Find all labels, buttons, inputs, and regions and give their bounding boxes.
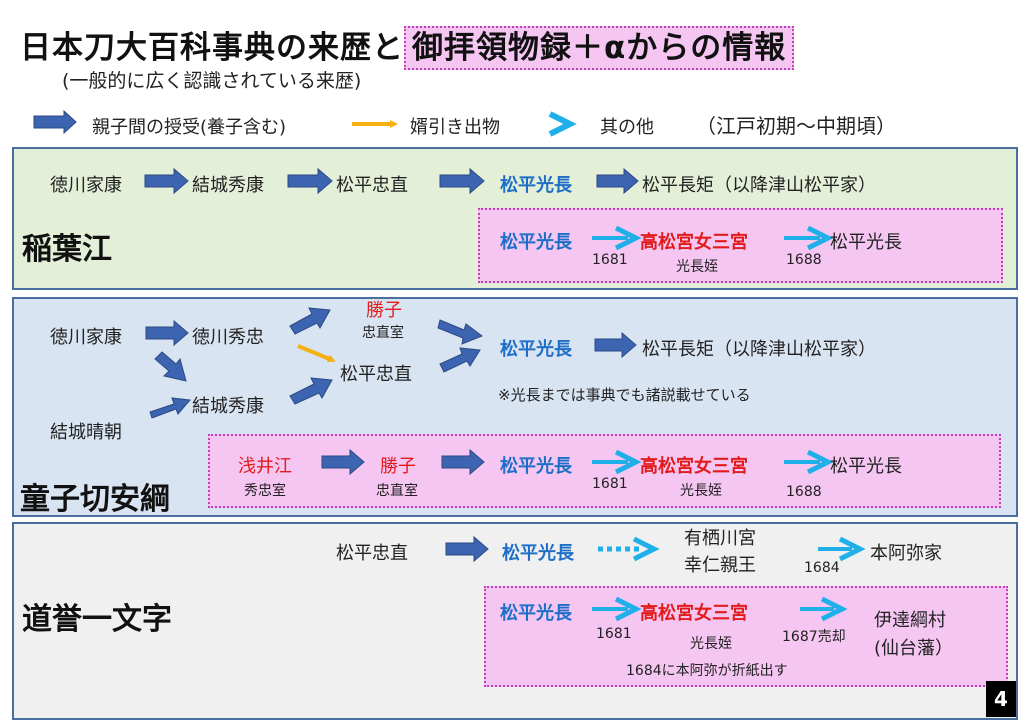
dourei-alt-from: 松平光長: [500, 603, 572, 624]
legend-other-label: 其の他: [600, 117, 654, 138]
doujigiri-node-ieyasu: 徳川家康: [50, 327, 122, 348]
dourei-alt-arrow-1: [592, 596, 642, 622]
title-main: 日本刀大百科事典の来歴と: [20, 30, 404, 66]
doujigiri-arrow-ieyasu-hideyasu: [154, 351, 187, 382]
inabago-alt-via: 高松宮女三宮: [640, 232, 748, 253]
doujigiri-node-katsuko-note: 忠直室: [362, 325, 404, 341]
title-highlight: 御拝領物録＋αからの情報: [404, 26, 795, 70]
doujigiri-arrow-hideyasu-tadanao: [289, 377, 333, 405]
doujigiri-node-nagatsune: 松平長矩（以降津山松平家）: [642, 339, 876, 360]
legend-parent-child-label: 親子間の授受(養子含む): [92, 117, 287, 138]
inabago-node-hideyasu: 結城秀康: [192, 175, 264, 196]
doujigiri-alt-katsuko-note: 忠直室: [376, 483, 418, 499]
dourei-year-honami: 1684: [804, 560, 840, 576]
dourei-node-honami: 本阿弥家: [870, 543, 942, 564]
dourei-alt-year1: 1681: [596, 626, 632, 642]
doujigiri-alt-katsuko: 勝子: [380, 456, 416, 477]
doujigiri-arrow-harutomo-hideyasu: [149, 397, 191, 419]
legend-son-in-law-label: 婿引き出物: [410, 117, 500, 138]
inabago-sword-name: 稲葉江: [22, 232, 112, 267]
dourei-node-arisugawa-1: 有栖川宮: [684, 528, 756, 549]
inabago-alt-arrow-1: [592, 225, 642, 251]
page-title: 日本刀大百科事典の来歴と御拝領物録＋αからの情報: [20, 22, 795, 70]
dourei-node-arisugawa-2: 幸仁親王: [684, 555, 756, 576]
doujigiri-alt-note: 光長姪: [680, 483, 722, 499]
inabago-arrow-1: [144, 167, 189, 195]
legend-period-label: （江戸初期～中期頃）: [696, 114, 896, 138]
doujigiri-arrow-hidetada-tadanao: [297, 344, 336, 363]
dourei-alt-via: 高松宮女三宮: [640, 603, 748, 624]
dourei-arrow-mitsunaga-arisugawa-dotted: [598, 536, 660, 562]
doujigiri-node-hideyasu: 結城秀康: [192, 396, 264, 417]
dourei-sword-name: 道誉一文字: [22, 602, 172, 637]
doujigiri-alt-arrow-3: [592, 449, 642, 475]
dourei-alt-origami: 1684に本阿弥が折紙出す: [626, 663, 788, 679]
doujigiri-alt-year1: 1681: [592, 476, 628, 492]
dourei-alt-date-name-2: (仙台藩）: [874, 638, 954, 659]
page-subtitle: (一般的に広く認識されている来歴): [62, 70, 362, 92]
inabago-node-ieyasu: 徳川家康: [50, 175, 122, 196]
legend-blue-arrow: [33, 109, 77, 135]
doujigiri-arrow-hidetada-katsuko: [289, 307, 331, 335]
dourei-node-tadanao: 松平忠直: [336, 543, 408, 564]
doujigiri-alt-box: [208, 434, 1001, 508]
dourei-arrow-tadanao-mitsunaga: [445, 535, 489, 563]
doujigiri-alt-from: 松平光長: [500, 456, 572, 477]
doujigiri-node-harutomo: 結城晴朝: [50, 422, 122, 443]
doujigiri-node-katsuko: 勝子: [366, 300, 402, 321]
doujigiri-alt-arrow-2: [441, 448, 485, 476]
doujigiri-alt-via: 高松宮女三宮: [640, 456, 748, 477]
doujigiri-alt-arrow-4: [784, 449, 834, 475]
inabago-arrow-3: [439, 167, 485, 195]
inabago-node-nagatsune: 松平長矩（以降津山松平家）: [642, 175, 876, 196]
dourei-alt-date-name-1: 伊達綱村: [874, 610, 946, 631]
inabago-alt-year2: 1688: [786, 252, 822, 268]
inabago-alt-arrow-2: [784, 225, 834, 251]
inabago-arrow-2: [287, 167, 333, 195]
doujigiri-arrow-mitsunaga-nagatsune: [594, 331, 637, 359]
doujigiri-arrow-katsuko-mitsunaga: [437, 319, 484, 345]
legend-cyan-arrow: [548, 111, 577, 137]
doujigiri-remark: ※光長までは事典でも諸説載せている: [498, 386, 751, 404]
doujigiri-alt-year2: 1688: [786, 484, 822, 500]
doujigiri-sword-name: 童子切安綱: [20, 482, 170, 517]
inabago-node-mitsunaga: 松平光長: [500, 175, 572, 196]
inabago-alt-from: 松平光長: [500, 232, 572, 253]
dourei-alt-box: [484, 586, 1008, 687]
dourei-arrow-arisugawa-honami: [818, 536, 866, 562]
dourei-alt-note: 光長姪: [690, 636, 732, 652]
inabago-node-tadanao: 松平忠直: [336, 175, 408, 196]
inabago-arrow-4: [596, 167, 639, 195]
doujigiri-arrow-tadanao-mitsunaga: [439, 347, 481, 373]
inabago-alt-box: [478, 208, 1003, 283]
inabago-alt-year1: 1681: [592, 252, 628, 268]
doujigiri-node-mitsunaga: 松平光長: [500, 339, 572, 360]
doujigiri-node-tadanao: 松平忠直: [340, 364, 412, 385]
doujigiri-node-hidetada: 徳川秀忠: [192, 327, 264, 348]
doujigiri-alt-azai: 浅井江: [238, 456, 292, 477]
page-number-badge: 4: [986, 681, 1016, 717]
inabago-alt-note: 光長姪: [676, 259, 718, 275]
doujigiri-alt-to: 松平光長: [830, 456, 902, 477]
doujigiri-arrow-ieyasu-hidetada: [145, 319, 189, 347]
inabago-alt-to: 松平光長: [830, 232, 902, 253]
dourei-alt-arrow-2: [800, 596, 848, 622]
doujigiri-alt-azai-note: 秀忠室: [244, 483, 286, 499]
doujigiri-alt-arrow-1: [321, 448, 365, 476]
dourei-alt-sold: 1687売却: [782, 629, 846, 645]
dourei-node-mitsunaga: 松平光長: [502, 543, 574, 564]
